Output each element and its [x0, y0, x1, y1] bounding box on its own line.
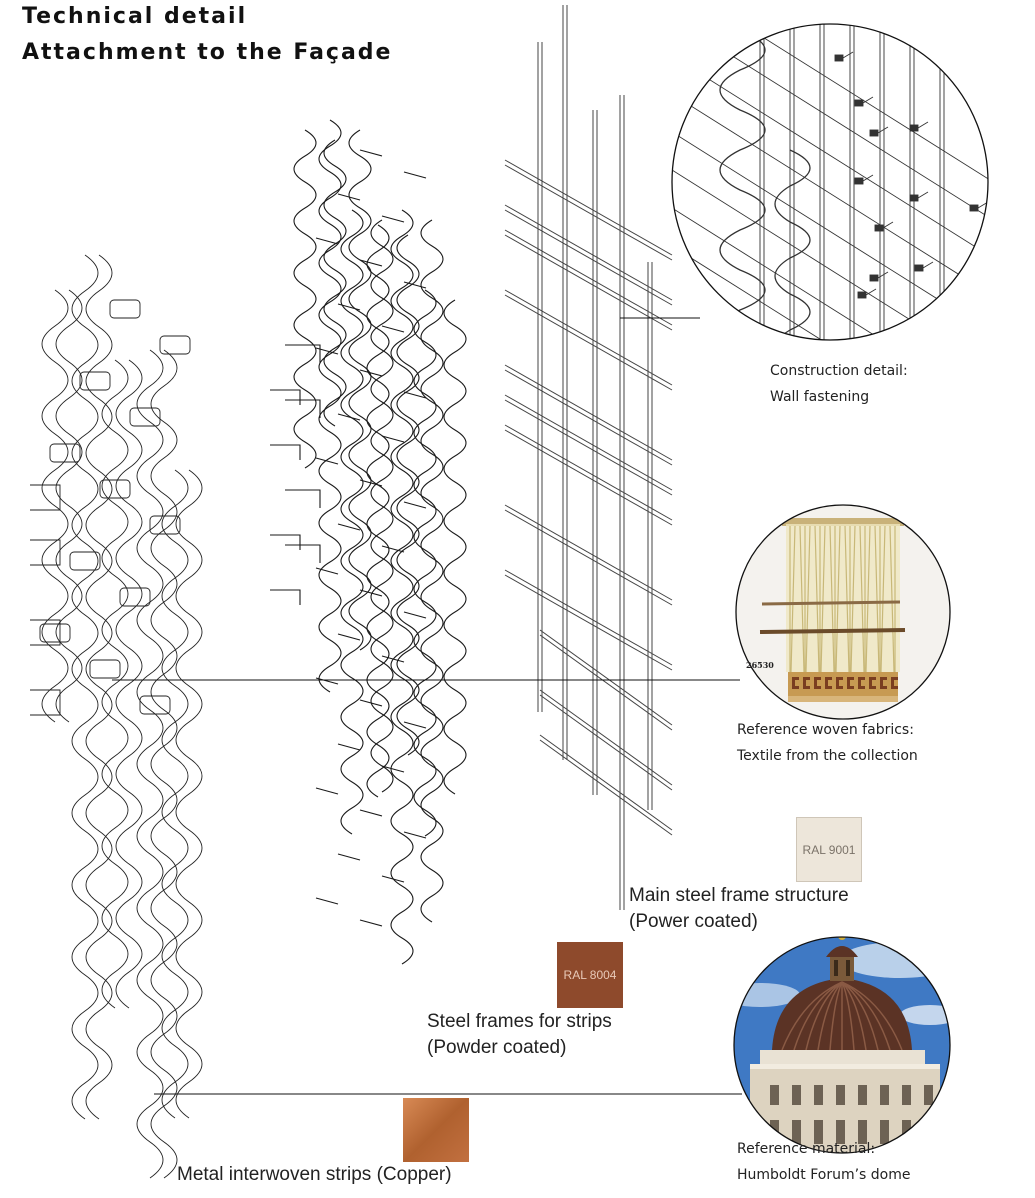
catalog-number: 26530 — [746, 660, 774, 670]
title-line-2: Attachment to the Façade — [22, 40, 393, 65]
woven-label-line1: Reference woven fabrics: — [737, 722, 914, 738]
woven-fabric-photo: 26530 — [735, 504, 951, 720]
strip-frames-label: Steel frames for strips (Powder coated) — [427, 1009, 612, 1061]
woven-label: Reference woven fabrics: Textile from th… — [737, 717, 918, 769]
dome-label-line1: Reference material: — [737, 1141, 876, 1157]
strip-frames-label-line1: Steel frames for strips — [427, 1011, 612, 1032]
woven-label-line2: Textile from the collection — [737, 748, 918, 764]
dome-label: Reference material: Humboldt Forum’s dom… — [737, 1136, 911, 1188]
ral-9001-text: RAL 9001 — [802, 842, 856, 857]
copper-label: Metal interwoven strips (Copper) — [177, 1164, 452, 1185]
construction-label: Construction detail: Wall fastening — [770, 358, 908, 410]
ral-8004-text: RAL 8004 — [563, 968, 617, 982]
construction-label-line1: Construction detail: — [770, 363, 908, 379]
main-steel-label-line1: Main steel frame structure — [629, 885, 849, 906]
construction-label-line2: Wall fastening — [770, 389, 870, 405]
main-steel-label-line2: (Power coated) — [629, 911, 758, 932]
dome-label-line2: Humboldt Forum’s dome — [737, 1167, 911, 1183]
strip-frames-label-line2: (Powder coated) — [427, 1037, 567, 1058]
strip-frames-drawing — [270, 119, 467, 965]
dome-photo — [733, 936, 951, 1154]
ral-9001-swatch: RAL 9001 — [796, 817, 862, 882]
copper-swatch — [403, 1098, 469, 1162]
title-line-1: Technical detail — [22, 4, 248, 29]
ral-8004-swatch: RAL 8004 — [557, 942, 623, 1008]
main-steel-frame-drawing — [504, 5, 673, 910]
copper-strips-drawing — [30, 254, 203, 1179]
construction-detail-circle — [671, 23, 989, 341]
main-steel-label: Main steel frame structure (Power coated… — [629, 883, 849, 935]
